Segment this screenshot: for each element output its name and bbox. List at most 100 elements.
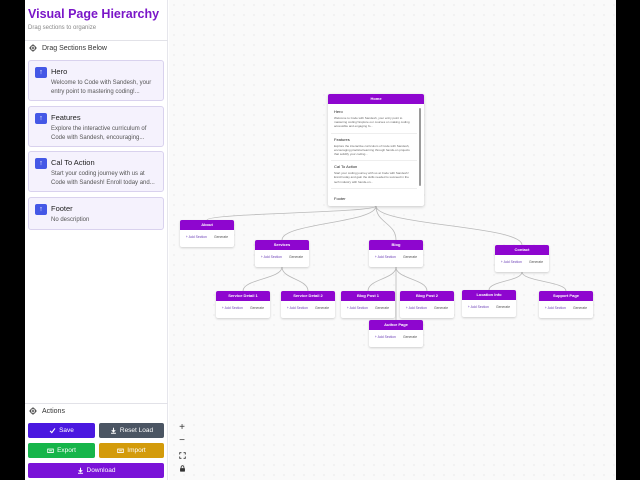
- section-card-title: Hero: [51, 67, 68, 76]
- node-services[interactable]: Services + Add Section Generate: [255, 240, 309, 267]
- add-section-button[interactable]: + Add Section: [374, 255, 396, 259]
- generate-button[interactable]: Generate: [314, 306, 330, 310]
- node-blog-post-2[interactable]: Blog Post 2 + Add Section Generate: [400, 291, 454, 318]
- generate-button[interactable]: Generate: [213, 235, 229, 239]
- arrow-up-icon: ↑: [35, 67, 47, 78]
- generate-button[interactable]: Generate: [433, 306, 449, 310]
- import-button[interactable]: Import: [99, 443, 164, 458]
- node-title: Author Page: [369, 320, 423, 330]
- generate-button[interactable]: Generate: [402, 255, 418, 259]
- generate-button[interactable]: Generate: [402, 335, 418, 339]
- gear-icon: [29, 44, 37, 52]
- edges-layer: [206, 205, 567, 320]
- home-section-title: Cal To Action: [334, 164, 358, 170]
- section-card-hero[interactable]: ↑ Hero Welcome to Code with Sandesh, you…: [28, 60, 164, 101]
- import-label: Import: [127, 447, 146, 454]
- actions-label: Actions: [42, 407, 65, 415]
- home-section-desc: Welcome to Code with Sandesh, your entry…: [334, 116, 410, 129]
- section-card-desc: Explore the interactive curriculum of Co…: [51, 126, 147, 141]
- arrow-up-icon: ↑: [35, 158, 47, 169]
- add-section-button[interactable]: + Add Section: [286, 306, 308, 310]
- lock-button[interactable]: [175, 462, 189, 474]
- section-card-footer[interactable]: ↑ Footer No description: [28, 197, 164, 230]
- section-card-title: Features: [51, 113, 81, 122]
- node-title: Support Page: [539, 291, 593, 301]
- node-home[interactable]: Home Hero Welcome to Code with Sandesh, …: [328, 94, 424, 206]
- save-label: Save: [59, 427, 74, 434]
- edge-connector: [281, 205, 377, 241]
- sidebar: Visual Page Hierarchy Drag sections to o…: [25, 0, 168, 480]
- generate-button[interactable]: Generate: [572, 306, 588, 310]
- add-section-button[interactable]: + Add Section: [374, 335, 396, 339]
- add-section-button[interactable]: + Add Section: [185, 235, 207, 239]
- import-icon: [117, 448, 125, 454]
- node-author-page[interactable]: Author Page + Add Section Generate: [369, 320, 423, 347]
- node-service-detail-1[interactable]: Service Detail 1 + Add Section Generate: [216, 291, 270, 318]
- flow-canvas[interactable]: Home Hero Welcome to Code with Sandesh, …: [169, 0, 616, 480]
- generate-button[interactable]: Generate: [249, 306, 265, 310]
- add-section-button[interactable]: + Add Section: [500, 260, 522, 264]
- home-section-item[interactable]: Features Explore the interactive curricu…: [331, 134, 417, 162]
- add-section-button[interactable]: + Add Section: [260, 255, 282, 259]
- node-contact[interactable]: Contact + Add Section Generate: [495, 245, 549, 272]
- fit-view-button[interactable]: [175, 449, 189, 461]
- download-icon: [110, 427, 116, 434]
- node-title: Blog: [369, 240, 423, 250]
- section-card-features[interactable]: ↑ Features Explore the interactive curri…: [28, 106, 164, 147]
- drag-sections-header: Drag Sections Below: [29, 44, 107, 52]
- generate-button[interactable]: Generate: [374, 306, 390, 310]
- node-support-page[interactable]: Support Page + Add Section Generate: [539, 291, 593, 318]
- home-section-item[interactable]: Cal To Action Start your coding journey …: [331, 161, 417, 189]
- zoom-in-button[interactable]: +: [175, 422, 189, 434]
- generate-button[interactable]: Generate: [528, 260, 544, 264]
- node-service-detail-2[interactable]: Service Detail 2 + Add Section Generate: [281, 291, 335, 318]
- export-icon: [47, 448, 54, 454]
- section-card-desc: Start your coding journey with us at Cod…: [51, 171, 155, 186]
- home-section-title: Hero: [334, 109, 343, 114]
- edge-connector: [488, 271, 523, 291]
- scrollbar[interactable]: [419, 108, 421, 186]
- home-section-item[interactable]: Hero Welcome to Code with Sandesh, your …: [331, 106, 417, 134]
- home-section-desc: Start your coding journey with us at Cod…: [334, 171, 409, 184]
- section-card-title: Footer: [51, 204, 73, 213]
- generate-button[interactable]: Generate: [495, 305, 511, 309]
- edge-connector: [521, 271, 567, 292]
- edge-connector: [281, 266, 309, 292]
- download-button[interactable]: Download: [28, 463, 164, 478]
- actions-header: Actions: [29, 407, 65, 415]
- home-section-desc: Explore the interactive curriculum of Co…: [334, 143, 410, 157]
- arrow-up-icon: ↑: [35, 113, 47, 124]
- add-section-button[interactable]: + Add Section: [346, 306, 368, 310]
- edge-connector: [242, 266, 283, 292]
- zoom-out-button[interactable]: −: [175, 435, 189, 447]
- node-title: Service Detail 1: [216, 291, 270, 301]
- drag-sections-label: Drag Sections Below: [42, 44, 107, 52]
- reset-load-label: Reset Load: [119, 427, 154, 434]
- node-blog[interactable]: Blog + Add Section Generate: [369, 240, 423, 267]
- reset-load-button[interactable]: Reset Load: [99, 423, 164, 438]
- plus-icon: +: [179, 422, 185, 433]
- add-section-button[interactable]: + Add Section: [405, 306, 427, 310]
- add-section-button[interactable]: + Add Section: [221, 306, 243, 310]
- sidebar-divider: [25, 40, 168, 41]
- add-section-button[interactable]: + Add Section: [467, 305, 489, 309]
- edge-connector: [206, 205, 377, 221]
- save-button[interactable]: Save: [28, 423, 95, 438]
- node-title: Services: [255, 240, 309, 250]
- export-button[interactable]: Export: [28, 443, 95, 458]
- add-section-button[interactable]: + Add Section: [544, 306, 566, 310]
- node-title: Blog Post 2: [400, 291, 454, 301]
- node-title: Service Detail 2: [281, 291, 335, 301]
- actions-divider: [25, 403, 168, 404]
- gear-icon: [29, 407, 37, 415]
- home-sections-list[interactable]: Hero Welcome to Code with Sandesh, your …: [331, 106, 417, 191]
- generate-button[interactable]: Generate: [288, 255, 304, 259]
- section-card-cta[interactable]: ↑ Cal To Action Start your coding journe…: [28, 151, 164, 192]
- section-card-title: Cal To Action: [51, 158, 95, 167]
- fit-view-icon: [178, 451, 186, 459]
- edge-connector: [375, 205, 397, 241]
- node-title: Contact: [495, 245, 549, 255]
